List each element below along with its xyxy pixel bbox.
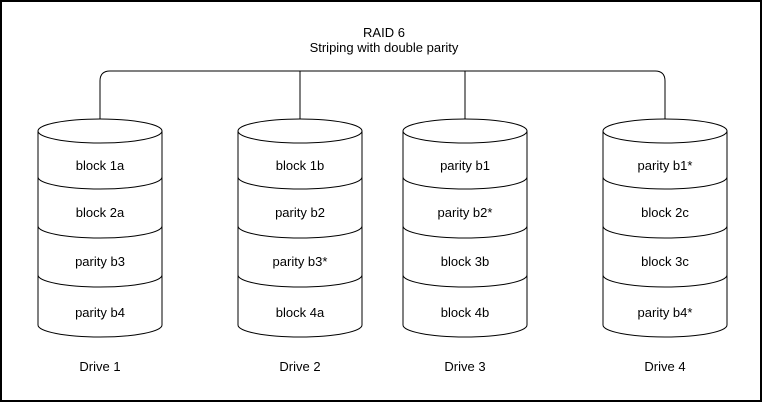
drive-3-divider-1: [402, 176, 528, 190]
drive-1-slot-1: block 1a: [76, 158, 125, 173]
drive-4-slot-4: parity b4*: [638, 305, 693, 320]
drive-2-slot-4: block 4a: [276, 305, 325, 320]
drive-1-divider-2: [37, 225, 163, 239]
drive-3-divider-2: [402, 225, 528, 239]
drive-3-slot-4: block 4b: [441, 305, 489, 320]
drive-3-name: Drive 3: [444, 359, 485, 374]
drive-1-cylinder-top: [37, 118, 163, 144]
drive-1-divider-1: [37, 176, 163, 190]
diagram-title: RAID 6: [363, 25, 405, 40]
drive-3-divider-3: [402, 274, 528, 288]
diagram-subtitle: Striping with double parity: [310, 40, 459, 55]
drive-2-divider-2: [237, 225, 363, 239]
drive-3-slot-3: block 3b: [441, 254, 489, 269]
drive-1: block 1a block 2a parity b3 parity b4 Dr…: [37, 118, 163, 374]
drive-3-slot-1: parity b1: [440, 158, 490, 173]
drive-4-slot-2: block 2c: [641, 205, 689, 220]
drive-4-name: Drive 4: [644, 359, 685, 374]
drive-4-cylinder-top: [602, 118, 728, 144]
drive-2-slot-1: block 1b: [276, 158, 324, 173]
drive-4-divider-1: [602, 176, 728, 190]
drive-4-divider-2: [602, 225, 728, 239]
drive-4-slot-1: parity b1*: [638, 158, 693, 173]
drive-2-divider-1: [237, 176, 363, 190]
connector-line: [99, 70, 666, 119]
drive-2-divider-3: [237, 274, 363, 288]
drive-3: parity b1 parity b2* block 3b block 4b D…: [402, 118, 528, 374]
drive-4-divider-3: [602, 274, 728, 288]
drive-1-slot-2: block 2a: [76, 205, 125, 220]
drive-2-slot-3: parity b3*: [273, 254, 328, 269]
drive-4-slot-3: block 3c: [641, 254, 689, 269]
drive-2-slot-2: parity b2: [275, 205, 325, 220]
drive-1-slot-3: parity b3: [75, 254, 125, 269]
drive-3-slot-2: parity b2*: [438, 205, 493, 220]
drive-1-divider-3: [37, 274, 163, 288]
drive-2-name: Drive 2: [279, 359, 320, 374]
drive-2: block 1b parity b2 parity b3* block 4a D…: [237, 118, 363, 374]
drive-3-cylinder-top: [402, 118, 528, 144]
drive-2-cylinder-top: [237, 118, 363, 144]
drive-1-slot-4: parity b4: [75, 305, 125, 320]
drive-4: parity b1* block 2c block 3c parity b4* …: [602, 118, 728, 374]
drive-1-name: Drive 1: [79, 359, 120, 374]
